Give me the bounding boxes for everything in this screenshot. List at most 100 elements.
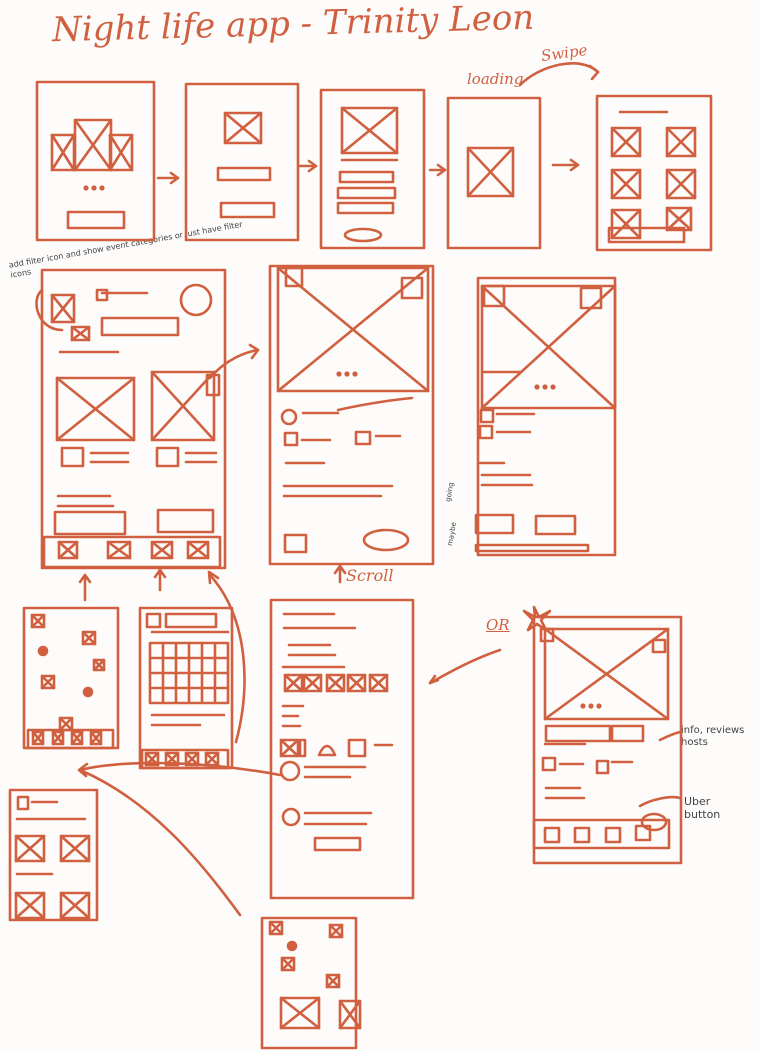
image-placeholder xyxy=(81,630,97,646)
image-placeholder xyxy=(30,613,46,629)
x-line xyxy=(70,730,84,746)
image-placeholder xyxy=(59,891,91,920)
x-line xyxy=(31,730,45,746)
semi-circle-icon xyxy=(317,744,337,757)
x-line xyxy=(325,673,346,693)
arrow-head xyxy=(78,573,92,584)
image-placeholder xyxy=(70,730,84,746)
arrow-head xyxy=(588,64,600,81)
x-line xyxy=(665,206,693,232)
loading-label: loading xyxy=(467,70,524,88)
image-placeholder xyxy=(665,206,693,232)
image-placeholder xyxy=(14,834,46,863)
icon xyxy=(354,430,372,446)
x-line xyxy=(610,126,642,158)
x-line xyxy=(57,540,79,560)
image-placeholder xyxy=(50,293,76,324)
arrow xyxy=(428,648,502,685)
tab xyxy=(610,724,645,743)
image-placeholder xyxy=(665,126,697,158)
arrow xyxy=(336,396,414,412)
x-line xyxy=(59,834,91,863)
screen-loading xyxy=(446,96,542,250)
star xyxy=(522,605,552,632)
icon xyxy=(95,288,109,302)
x-line xyxy=(665,168,697,200)
image-placeholder xyxy=(268,920,284,936)
image-placeholder xyxy=(92,658,106,672)
x-line xyxy=(186,540,210,560)
icon xyxy=(298,738,307,758)
nav-bar xyxy=(474,543,590,553)
dot xyxy=(550,384,556,390)
nav-bar xyxy=(607,226,686,244)
x-line xyxy=(543,627,670,721)
x-line xyxy=(283,673,304,693)
oval-button xyxy=(362,528,410,552)
image-placeholder xyxy=(14,891,46,920)
dot xyxy=(542,384,548,390)
arrow-head xyxy=(436,163,447,177)
image-placeholder xyxy=(150,540,174,560)
x-line xyxy=(150,540,174,560)
image-placeholder xyxy=(325,673,346,693)
image-placeholder xyxy=(325,973,341,989)
image-placeholder xyxy=(279,996,321,1030)
image-placeholder xyxy=(59,834,91,863)
x-line xyxy=(346,673,367,693)
screen-saved xyxy=(8,788,99,922)
icon xyxy=(543,826,561,844)
scroll-label: Scroll xyxy=(346,566,394,585)
x-line xyxy=(108,133,134,172)
image-placeholder xyxy=(57,540,79,560)
note-pointer xyxy=(638,795,682,808)
x-line xyxy=(223,111,263,145)
map-pin xyxy=(37,645,49,657)
icon xyxy=(604,826,622,844)
screen-login xyxy=(184,82,300,242)
image-placeholder xyxy=(164,751,180,767)
info-note: info, reviews hosts xyxy=(681,725,745,748)
image-placeholder xyxy=(338,999,362,1030)
image-placeholder xyxy=(466,146,515,198)
image-placeholder xyxy=(51,730,65,746)
image-placeholder xyxy=(70,325,91,342)
card xyxy=(53,510,127,536)
bottom-nav xyxy=(26,728,115,750)
image-placeholder xyxy=(55,376,136,442)
button xyxy=(534,514,577,536)
icon xyxy=(478,424,494,440)
arrow-head xyxy=(428,674,440,685)
x-line xyxy=(73,118,113,172)
back-icon xyxy=(482,284,506,308)
dot xyxy=(534,384,540,390)
header xyxy=(164,612,218,629)
dot xyxy=(580,703,586,709)
icon xyxy=(16,795,30,811)
share-icon xyxy=(400,276,424,300)
screen-event-alt xyxy=(532,615,683,865)
x-line xyxy=(480,284,617,410)
arrow xyxy=(78,761,282,777)
image-placeholder xyxy=(302,673,323,693)
arrow xyxy=(208,573,246,744)
arrow-head xyxy=(248,343,260,360)
arrow-head xyxy=(169,171,180,185)
input xyxy=(338,170,395,184)
x-line xyxy=(92,658,106,672)
x-line xyxy=(204,751,220,767)
icon xyxy=(155,446,180,468)
search-bar xyxy=(100,316,180,337)
x-line xyxy=(51,730,65,746)
button xyxy=(474,513,515,535)
image-placeholder xyxy=(480,284,617,410)
dot xyxy=(588,703,594,709)
x-line xyxy=(14,834,46,863)
image-placeholder xyxy=(276,266,430,393)
dot xyxy=(596,703,602,709)
dot xyxy=(352,371,358,377)
arrow-head xyxy=(153,568,167,579)
share-icon xyxy=(579,286,603,310)
x-line xyxy=(279,996,321,1030)
